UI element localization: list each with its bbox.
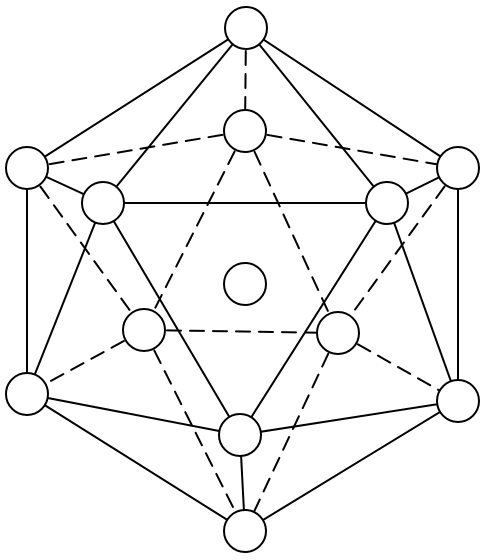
atom-center bbox=[223, 262, 267, 306]
atom-lower-right bbox=[436, 379, 480, 423]
atom-front-right bbox=[365, 181, 409, 225]
bond-upper-back-lower-back-left bbox=[143, 130, 246, 331]
atom-bottom bbox=[223, 509, 267, 553]
bond-upper-right-lower-back-right bbox=[337, 167, 459, 334]
bond-lower-back-right-lower-right bbox=[337, 332, 459, 402]
atom-upper-left bbox=[5, 146, 49, 190]
bond-upper-back-upper-left bbox=[26, 130, 246, 169]
bond-front-left-lower-left bbox=[26, 202, 104, 395]
atoms-layer bbox=[5, 6, 480, 553]
bond-lower-back-left-bottom bbox=[143, 329, 246, 532]
bond-lower-back-left-lower-back-right bbox=[143, 329, 339, 334]
bond-lower-left-lower-front bbox=[26, 393, 241, 436]
bond-lower-right-lower-front bbox=[239, 400, 459, 436]
bond-top-upper-left bbox=[26, 27, 247, 169]
bond-front-left-lower-front bbox=[102, 202, 241, 436]
bond-lower-left-bottom bbox=[26, 393, 246, 532]
bond-front-right-lower-front bbox=[239, 202, 388, 436]
atom-lower-back-left bbox=[122, 308, 166, 352]
bond-lower-back-right-bottom bbox=[244, 332, 339, 532]
bond-top-upper-back bbox=[244, 27, 247, 132]
bond-top-upper-right bbox=[245, 27, 459, 169]
bond-lower-back-left-lower-left bbox=[26, 329, 145, 395]
bond-upper-back-upper-right bbox=[244, 130, 459, 169]
bond-lower-right-bottom bbox=[244, 400, 459, 532]
bond-top-front-right bbox=[245, 27, 388, 204]
bond-upper-back-lower-back-right bbox=[244, 130, 339, 334]
atom-lower-front bbox=[218, 413, 262, 457]
atom-top bbox=[224, 6, 268, 50]
atom-upper-back bbox=[223, 109, 267, 153]
atom-lower-back-right bbox=[316, 311, 360, 355]
bond-front-right-lower-right bbox=[386, 202, 459, 402]
atom-upper-right bbox=[436, 146, 480, 190]
atom-lower-left bbox=[5, 372, 49, 416]
atom-front-left bbox=[81, 181, 125, 225]
bond-top-front-left bbox=[102, 27, 247, 204]
